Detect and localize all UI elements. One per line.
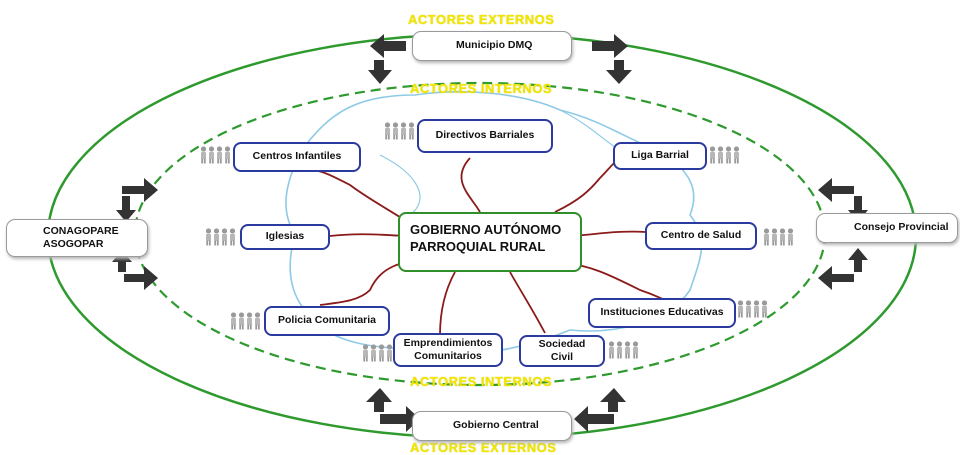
people-group-icon-policia — [231, 312, 260, 329]
external-actor-consejo[interactable]: Consejo Provincial — [816, 213, 958, 243]
arrow-consejo-bottom — [818, 248, 868, 290]
external-actors-banner-top: ACTORES EXTERNOS — [408, 12, 555, 27]
internal-actor-iglesias[interactable]: Iglesias — [240, 224, 330, 250]
external-actor-conagopare[interactable]: CONAGOPARE ASOGOPAR — [6, 219, 148, 257]
internal-actors-banner-top: ACTORES INTERNOS — [410, 81, 553, 96]
internal-actor-emprendimientos[interactable]: Emprendimientos Comunitarios — [393, 333, 503, 367]
people-group-icon-iglesias — [206, 228, 235, 245]
arrow-municipio-right — [592, 34, 632, 84]
internal-actor-centros-infantiles[interactable]: Centros Infantiles — [233, 142, 361, 172]
internal-actor-liga[interactable]: Liga Barrial — [613, 142, 707, 170]
central-government-box[interactable]: GOBIERNO AUTÓNOMO PARROQUIAL RURAL — [398, 212, 582, 272]
people-group-icon-sociedad — [609, 341, 638, 358]
people-group-icon-centros — [201, 146, 230, 163]
arrow-conagopare-top — [116, 178, 158, 222]
people-group-icon-instituciones — [738, 300, 767, 317]
arrow-municipio-left — [368, 34, 406, 84]
external-actor-gobierno-central[interactable]: Gobierno Central — [412, 411, 572, 441]
internal-actor-policia[interactable]: Policia Comunitaria — [264, 306, 390, 336]
people-group-icon-directivos — [385, 122, 414, 139]
people-group-icon-salud — [764, 228, 793, 245]
external-actor-municipio[interactable]: Municipio DMQ — [412, 31, 572, 61]
internal-actor-sociedad[interactable]: Sociedad Civil — [519, 335, 605, 367]
internal-actors-banner-bottom: ACTORES INTERNOS — [410, 374, 553, 389]
arrow-central-left — [366, 388, 420, 432]
internal-actor-instituciones[interactable]: Instituciones Educativas — [588, 298, 736, 328]
external-actors-banner-bottom: ACTORES EXTERNOS — [410, 440, 557, 455]
arrow-central-right — [574, 388, 626, 432]
arrow-conagopare-bottom — [112, 250, 158, 290]
internal-actor-directivos[interactable]: Directivos Barriales — [417, 119, 553, 153]
internal-actor-salud[interactable]: Centro de Salud — [645, 222, 757, 250]
people-group-icon-liga — [710, 146, 739, 163]
